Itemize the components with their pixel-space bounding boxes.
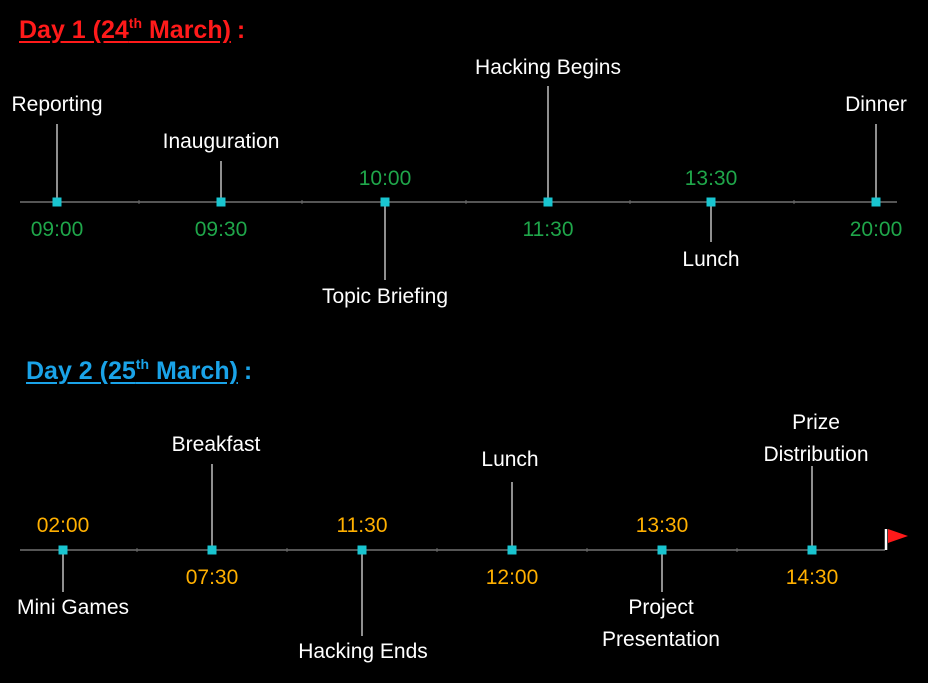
day1-event: 11:30 Hacking Begins [475, 56, 621, 241]
day1-event-marker [706, 197, 716, 207]
day1-event-time: 13:30 [685, 167, 738, 190]
day2-event-marker [207, 545, 217, 555]
day1-event-marker [380, 197, 390, 207]
day2-event-time: 11:30 [337, 514, 388, 537]
day2-event-time: 13:30 [636, 514, 689, 537]
day1-event-time: 09:00 [31, 218, 84, 241]
day1-title: Day 1 (24th March) [19, 15, 231, 44]
day1-timeline: 09:00 Reporting 09:30 Inauguration 10:00Topi… [11, 56, 906, 308]
day2-event-time: 02:00 [37, 514, 90, 537]
flag-cloth [888, 529, 908, 543]
day2-event-label-line: Presentation [602, 628, 720, 651]
day1-colon: : [236, 16, 246, 44]
day2-event-label-line: Distribution [763, 443, 868, 466]
day1-event: 09:30 Inauguration [163, 130, 280, 241]
day1-event-label: Inauguration [163, 130, 280, 153]
day2-event-marker [507, 545, 517, 555]
day1-event: 09:00 Reporting [11, 93, 102, 241]
day2-heading: Day 2 (25th March): [26, 357, 252, 386]
day2-title-superscript: th [135, 356, 150, 372]
day2-event-label: Breakfast [172, 433, 261, 456]
day2-event-label-line: Project [628, 596, 694, 619]
day1-title-superscript: th [128, 15, 143, 31]
day2-event-marker [58, 545, 68, 555]
day1-event-marker [216, 197, 226, 207]
day1-event-label: Reporting [11, 93, 102, 116]
day1-event-marker [52, 197, 62, 207]
day2-event-time: 14:30 [786, 566, 839, 589]
day1-event-label: Lunch [682, 248, 739, 271]
day1-event-time: 11:30 [523, 218, 574, 241]
day2-event-label: Mini Games [17, 596, 129, 619]
day1-heading: Day 1 (24th March): [19, 16, 245, 45]
day2-event-label: Hacking Ends [298, 640, 428, 663]
day1-event-time: 09:30 [195, 218, 248, 241]
day2-event-marker [807, 545, 817, 555]
day1-event: 20:00 Dinner [845, 93, 907, 241]
day1-event-label: Hacking Begins [475, 56, 621, 79]
day1-event-marker [543, 197, 553, 207]
day2-colon: : [243, 357, 253, 385]
day1-event-marker [871, 197, 881, 207]
flag-icon [884, 529, 908, 550]
day2-event-marker [657, 545, 667, 555]
day2-event-time: 07:30 [186, 566, 239, 589]
day2-event: 12:00 Lunch [481, 448, 538, 589]
day1-event-time: 20:00 [850, 218, 903, 241]
day2-event: 07:30 Breakfast [172, 433, 261, 589]
day2-event-label-line: Prize [792, 411, 840, 434]
day2-event-time: 12:00 [486, 566, 539, 589]
day1-event-time: 10:00 [359, 167, 412, 190]
day2-event-label: Lunch [481, 448, 538, 471]
day1-event-label: Topic Briefing [322, 285, 448, 308]
day2-event-marker [357, 545, 367, 555]
day1-event-label: Dinner [845, 93, 907, 116]
day2-title: Day 2 (25th March) [26, 356, 238, 385]
